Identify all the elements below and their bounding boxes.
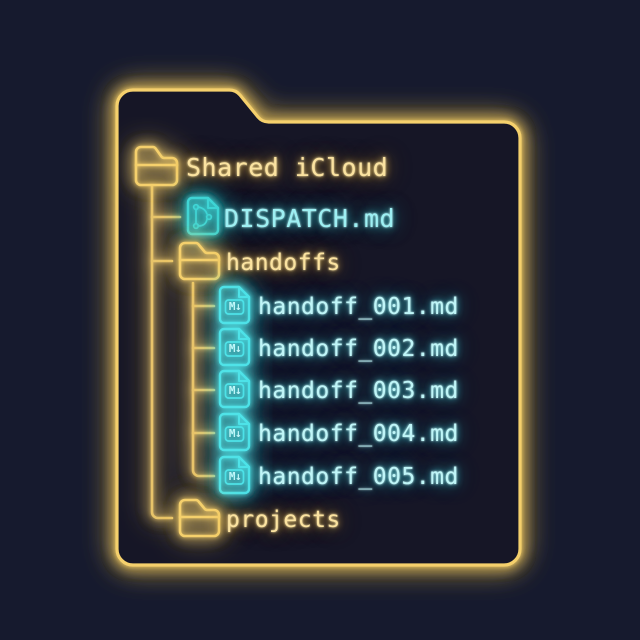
tree-item-label-handoff-002[interactable]: handoff_002.md xyxy=(258,336,459,362)
folder-icon xyxy=(134,145,179,187)
tree-item-label-projects[interactable]: projects xyxy=(226,507,341,533)
tree-item-label-handoff-001[interactable]: handoff_001.md xyxy=(258,294,459,320)
tree-root-label[interactable]: Shared iCloud xyxy=(186,153,389,182)
tree-item-label-dispatch[interactable]: DISPATCH.md xyxy=(224,204,396,233)
markdown-glyph: M↓ xyxy=(228,470,242,483)
markdown-glyph: M↓ xyxy=(228,427,242,440)
file-dispatch-icon xyxy=(186,196,220,236)
tree-item-label-handoff-003[interactable]: handoff_003.md xyxy=(258,378,459,404)
markdown-glyph: M↓ xyxy=(228,384,242,397)
folder-icon xyxy=(178,241,221,281)
file-markdown-icon xyxy=(218,285,251,325)
file-markdown-icon xyxy=(218,412,251,452)
markdown-glyph: M↓ xyxy=(228,300,242,313)
markdown-glyph: M↓ xyxy=(228,342,242,355)
connector-trunk-root xyxy=(150,184,174,520)
markdown-icon-group xyxy=(218,285,251,495)
file-markdown-icon xyxy=(218,455,251,495)
tree-item-label-handoff-005[interactable]: handoff_005.md xyxy=(258,464,459,490)
folder-icon xyxy=(178,498,221,538)
connector-trunk-handoffs xyxy=(191,281,216,478)
file-markdown-icon xyxy=(218,327,251,367)
tree-item-label-handoffs[interactable]: handoffs xyxy=(226,250,341,276)
tree-connectors xyxy=(150,184,216,520)
tree-item-label-handoff-004[interactable]: handoff_004.md xyxy=(258,421,459,447)
file-markdown-icon xyxy=(218,369,251,409)
